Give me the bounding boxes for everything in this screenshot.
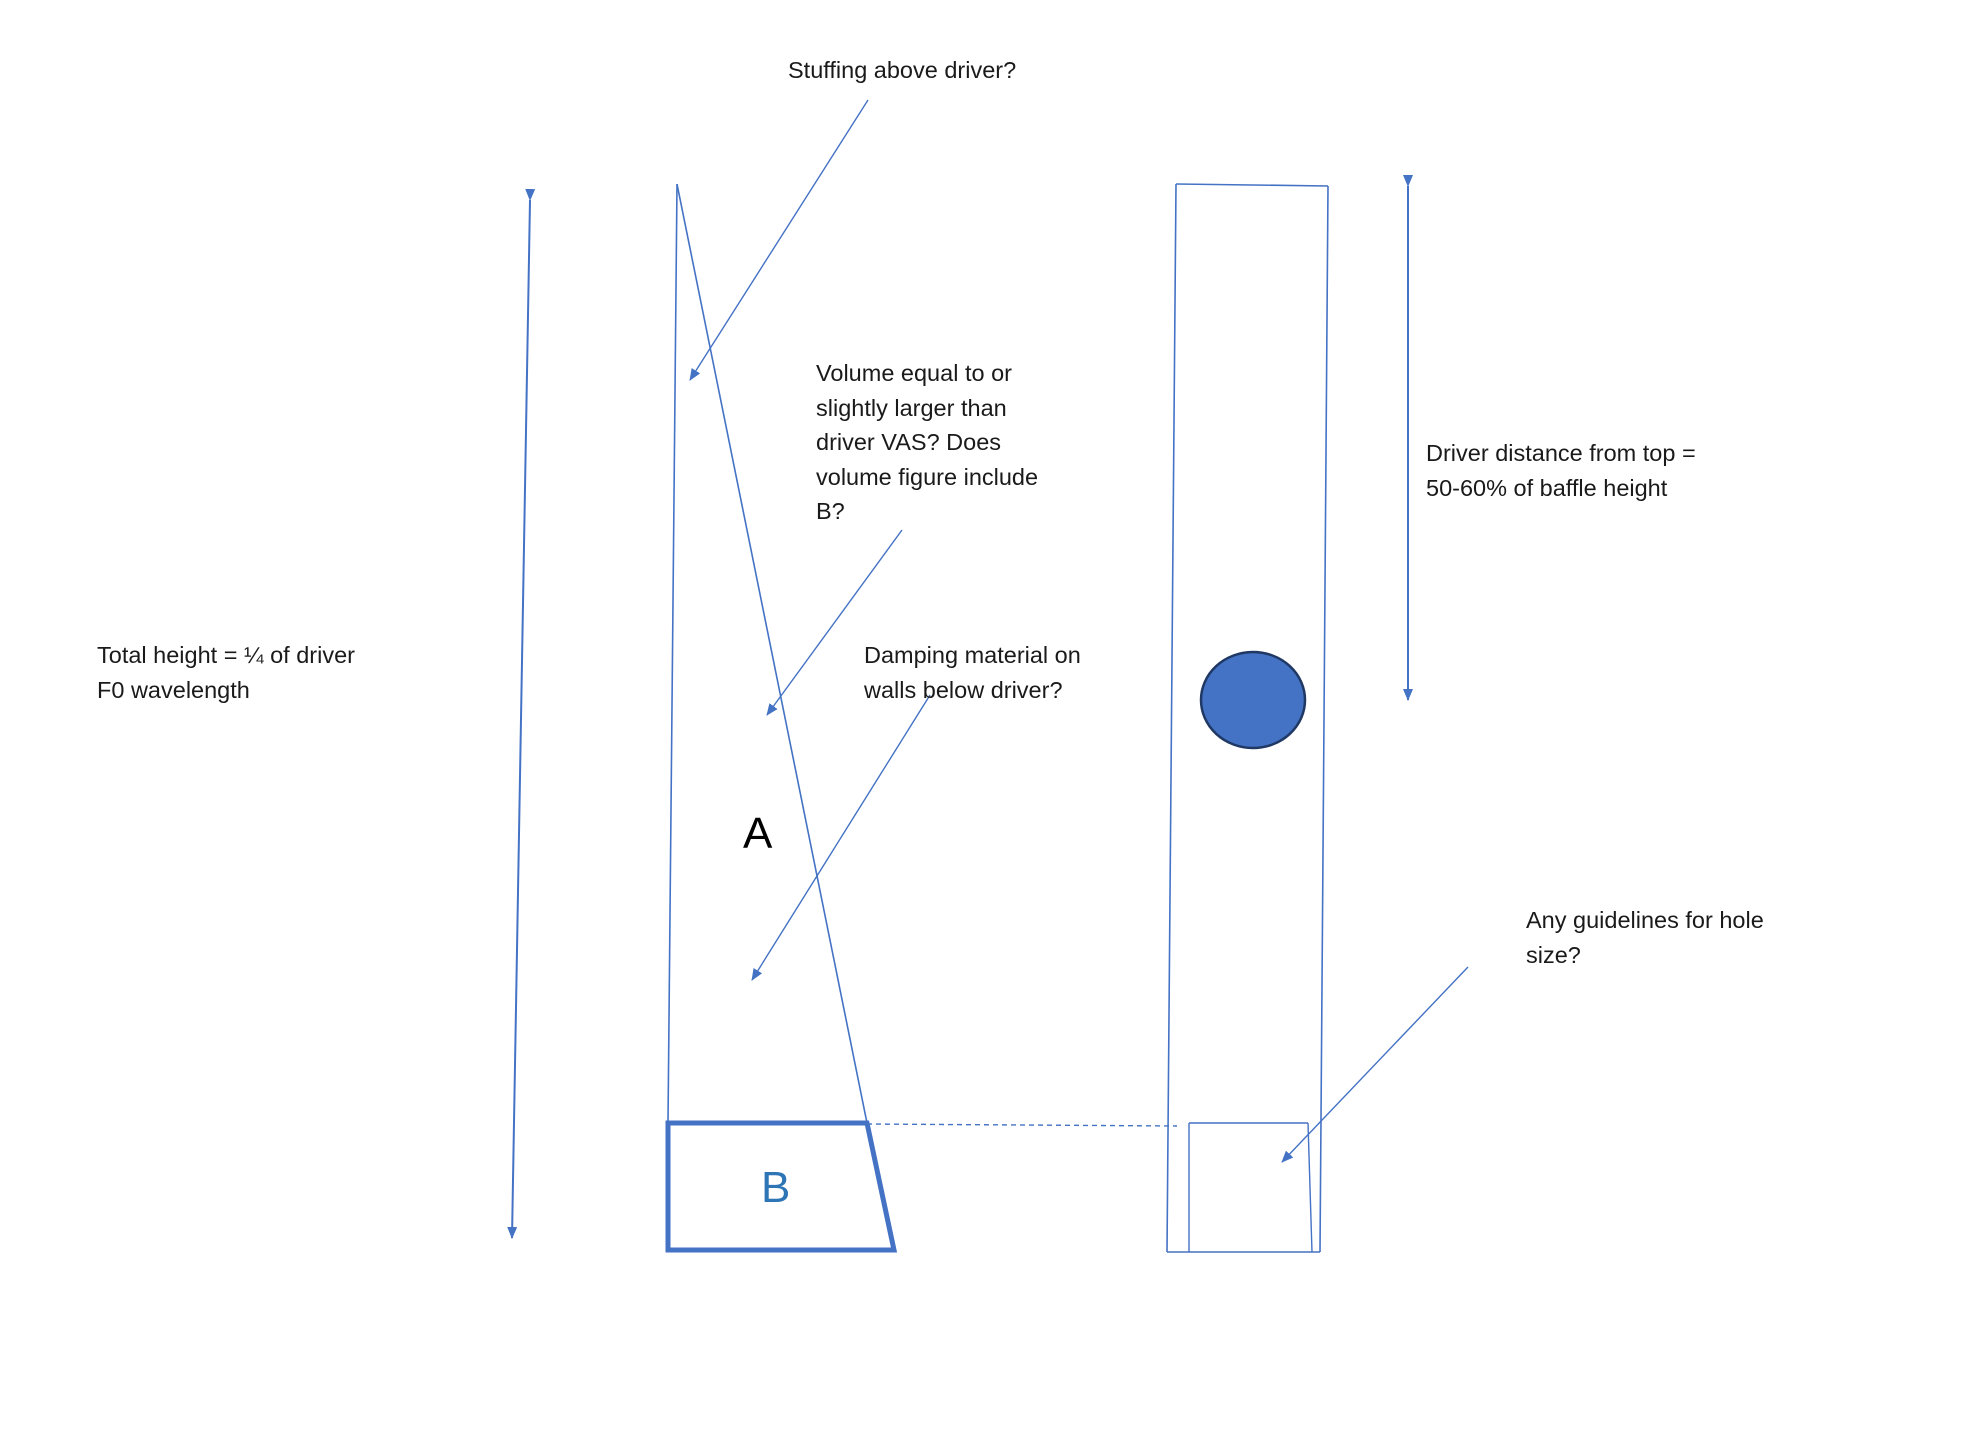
section-b-label: B (761, 1163, 791, 1212)
port-hole (1188, 1122, 1313, 1253)
side-view-enclosure (667, 183, 868, 1124)
driver-circle (1199, 650, 1307, 750)
volume-leader-arrow (766, 529, 903, 716)
front-view-baffle (1166, 183, 1329, 1253)
damping-annotation: Damping material on walls below driver? (864, 642, 1081, 703)
stuffing-leader-arrow (689, 99, 869, 381)
hole-size-annotation: Any guidelines for hole size? (1526, 907, 1764, 968)
hole-alignment-dashed-line (866, 1123, 1178, 1127)
volume-annotation: Volume equal to or slightly larger than … (816, 360, 1039, 524)
section-b-outline (665, 1120, 898, 1253)
stuffing-annotation: Stuffing above driver? (788, 57, 1017, 83)
driver-distance-annotation: Driver distance from top = 50-60% of baf… (1426, 440, 1696, 501)
section-a-label: A (743, 809, 773, 858)
damping-leader-arrow (751, 694, 931, 981)
total-height-arrow (507, 188, 536, 1239)
hole-leader-arrow (1281, 966, 1469, 1163)
total-height-annotation: Total height = ¼ of driver F0 wavelength (97, 642, 355, 703)
